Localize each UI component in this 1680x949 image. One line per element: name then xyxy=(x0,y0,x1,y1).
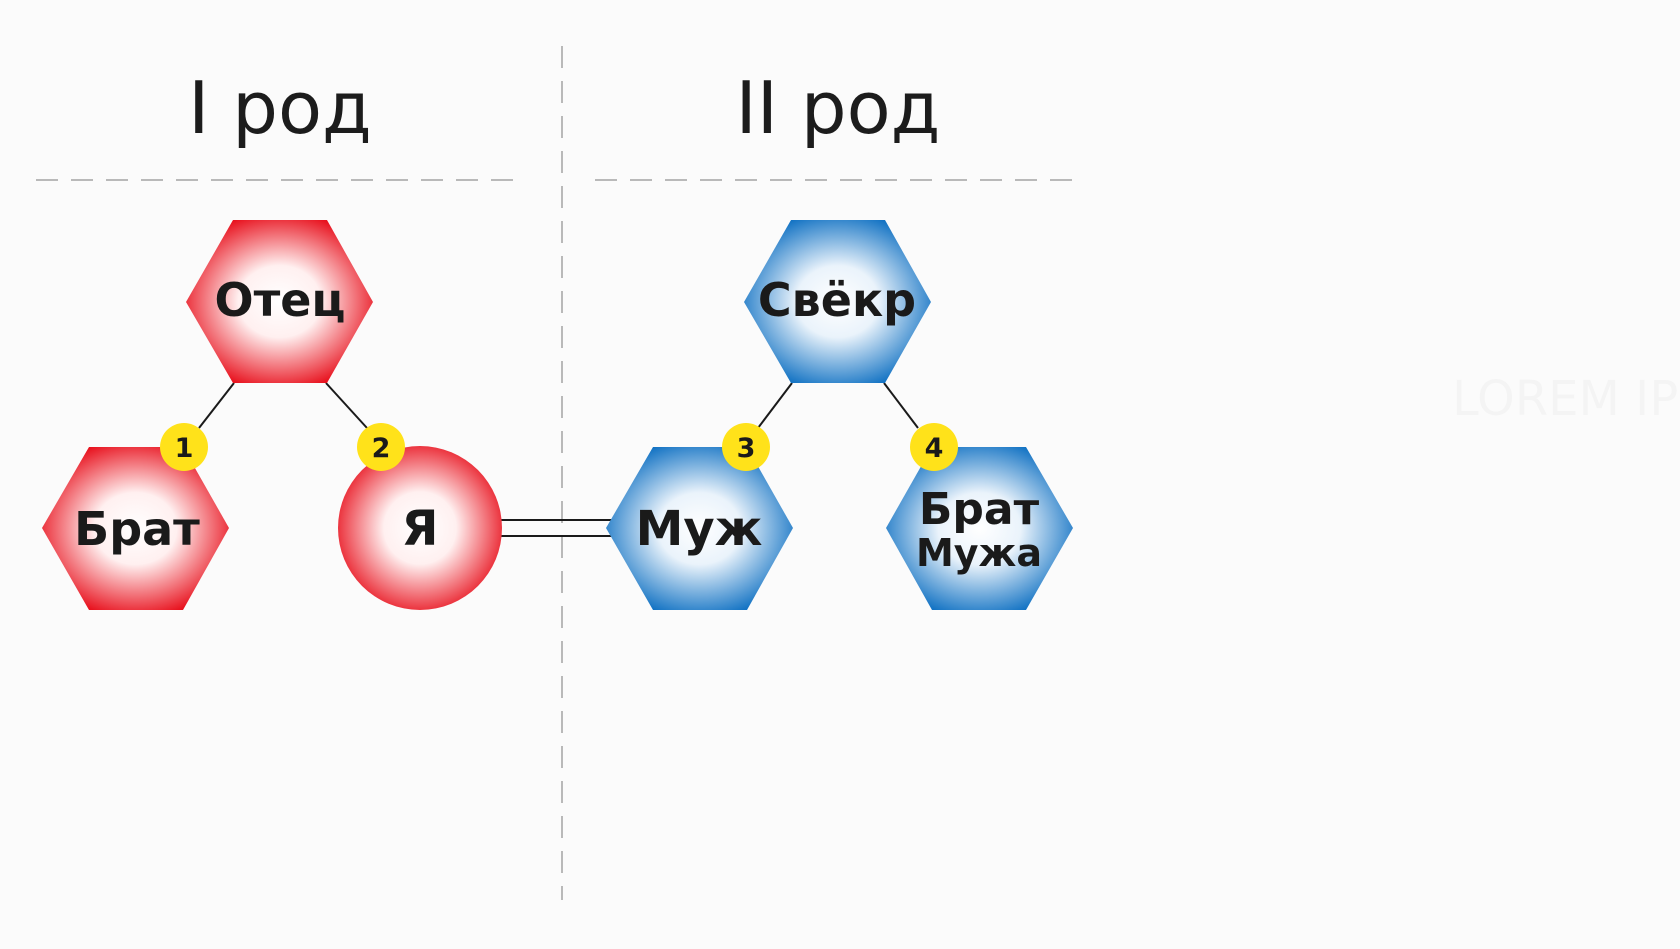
node-brat-muzha: Брат Мужа xyxy=(886,447,1073,610)
hexagon-shape xyxy=(606,447,793,610)
watermark-text: LOREM IPS xyxy=(1452,371,1680,427)
badge-3: 3 xyxy=(722,423,770,471)
badge-number: 3 xyxy=(737,433,756,464)
node-brat: Брат xyxy=(42,447,229,610)
badge-2: 2 xyxy=(357,423,405,471)
hexagon-shape xyxy=(886,447,1073,610)
node-label-brat-muzha-line1: Брат xyxy=(919,484,1040,535)
node-muzh: Муж xyxy=(606,447,793,610)
hexagon-shape xyxy=(42,447,229,610)
connector-svekr-muzh xyxy=(757,382,793,429)
node-label-muzh: Муж xyxy=(636,501,763,557)
badge-1: 1 xyxy=(160,423,208,471)
badge-number: 1 xyxy=(175,433,194,464)
node-label-brat-muzha-line2: Мужа xyxy=(916,531,1042,575)
node-otec: Отец xyxy=(186,220,373,383)
connector-otec-brat xyxy=(198,382,235,429)
badge-circle xyxy=(357,423,405,471)
badge-circle xyxy=(722,423,770,471)
badge-circle xyxy=(160,423,208,471)
badge-circle xyxy=(910,423,958,471)
connector-svekr-brat-muzha xyxy=(883,382,919,429)
node-label-ya: Я xyxy=(402,501,439,557)
badge-number: 2 xyxy=(372,433,391,464)
circle-shape xyxy=(338,446,502,610)
hexagon-shape xyxy=(744,220,931,383)
section-title-left: I род xyxy=(188,66,372,150)
badge-4: 4 xyxy=(910,423,958,471)
node-svekr: Свёкр xyxy=(744,220,931,383)
node-label-brat: Брат xyxy=(74,502,200,556)
connector-otec-ya xyxy=(325,382,368,429)
badge-number: 4 xyxy=(925,433,944,464)
node-ya: Я xyxy=(338,446,502,610)
node-label-svekr: Свёкр xyxy=(758,273,916,327)
hexagon-shape xyxy=(186,220,373,383)
node-label-otec: Отец xyxy=(214,273,345,327)
section-title-right: II род xyxy=(736,66,941,150)
